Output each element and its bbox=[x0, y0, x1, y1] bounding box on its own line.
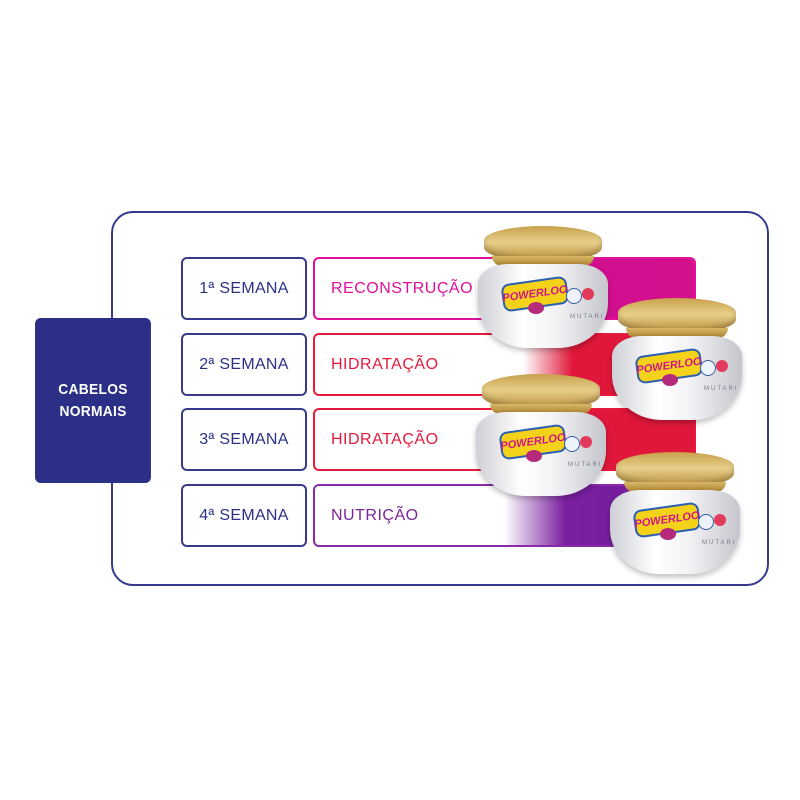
product-jar-image: POWERLOO MUTARI bbox=[478, 226, 608, 351]
product-jar-image: POWERLOO MUTARI bbox=[610, 452, 740, 577]
seal-icon bbox=[698, 514, 714, 530]
seal-icon bbox=[566, 288, 582, 304]
week-2-label: 2ª SEMANA bbox=[181, 333, 307, 396]
badge-icon bbox=[582, 288, 594, 300]
product-jar-image: POWERLOO MUTARI bbox=[612, 298, 742, 423]
brand-small-text: MUTARI bbox=[702, 540, 737, 546]
hair-type-badge: CABELOS NORMAIS bbox=[35, 318, 151, 483]
badge-icon bbox=[580, 436, 592, 448]
treatment-label: HIDRATAÇÃO bbox=[331, 355, 439, 373]
hair-type-line2: NORMAIS bbox=[59, 402, 127, 420]
treatment-label: RECONSTRUÇÃO bbox=[331, 279, 474, 297]
brand-small-text: MUTARI bbox=[568, 462, 603, 468]
badge-icon bbox=[714, 514, 726, 526]
seal-icon bbox=[700, 360, 716, 376]
brand-small-text: MUTARI bbox=[704, 386, 739, 392]
treatment-label: HIDRATAÇÃO bbox=[331, 430, 439, 448]
week-1-label: 1ª SEMANA bbox=[181, 257, 307, 320]
hair-type-line1: CABELOS bbox=[58, 380, 128, 398]
week-4-label: 4ª SEMANA bbox=[181, 484, 307, 547]
product-jar-image: POWERLOO MUTARI bbox=[476, 374, 606, 499]
week-3-label: 3ª SEMANA bbox=[181, 408, 307, 471]
badge-icon bbox=[716, 360, 728, 372]
brand-small-text: MUTARI bbox=[570, 314, 605, 320]
seal-icon bbox=[564, 436, 580, 452]
treatment-label: NUTRIÇÃO bbox=[331, 506, 419, 524]
